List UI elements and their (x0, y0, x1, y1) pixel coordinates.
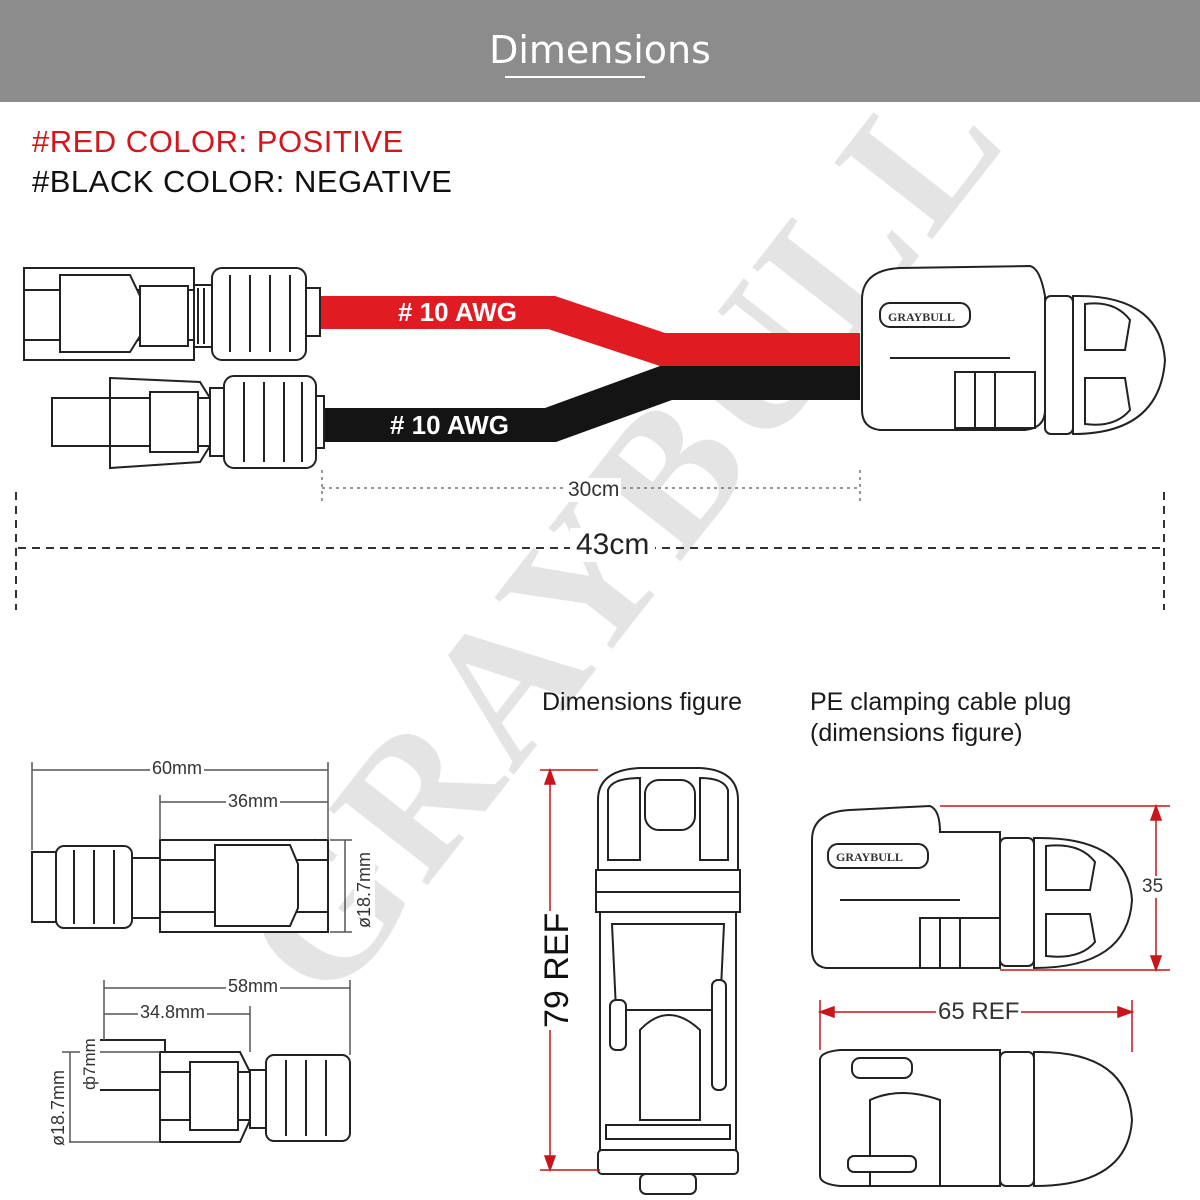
plug-front-view (595, 767, 741, 1195)
plug-height-label: 79 REF (538, 910, 577, 1030)
plug-length-label: 65 REF (936, 998, 1022, 1026)
plug-height-dimension-line (540, 767, 600, 1173)
red-cable (318, 296, 860, 366)
pe-plug-caption-line1: PE clamping cable plug (810, 688, 1072, 716)
legend-negative: #BLACK COLOR: NEGATIVE (32, 164, 453, 199)
plug-side-view (811, 804, 1134, 970)
page-title: Dimensions (489, 28, 711, 72)
legend-positive: #RED COLOR: POSITIVE (32, 124, 404, 159)
header-bar: Dimensions (0, 0, 1200, 102)
black-cable-label: # 10 AWG (390, 410, 509, 440)
plug-top-view (819, 1049, 1134, 1188)
title-underline (505, 76, 645, 78)
female-body-label: 36mm (226, 791, 281, 812)
male-connector-drawing (94, 1039, 351, 1143)
pe-plug-top (861, 264, 1167, 436)
plug-side-label: 35 (1140, 876, 1166, 898)
male-connector-top (51, 375, 325, 470)
female-connector-drawing (31, 839, 329, 933)
female-diameter-label: ø18.7mm (354, 849, 375, 930)
male-pin-label: ф7mm (80, 1036, 100, 1092)
female-connector-top (23, 267, 321, 361)
male-body-label: 34.8mm (138, 1002, 208, 1023)
branch-length-label: 30cm (566, 478, 622, 502)
dimensions-figure-caption: Dimensions figure (542, 688, 743, 716)
male-diameter-label: ø18.7mm (48, 1067, 69, 1148)
pe-plug-caption-line2: (dimensions figure) (810, 719, 1023, 747)
plug-brand-side: GRAYBULL (836, 850, 903, 864)
female-length-label: 60mm (150, 758, 205, 779)
total-length-label: 43cm (570, 528, 656, 562)
red-cable-label: # 10 AWG (398, 297, 517, 327)
plug-brand-top: GRAYBULL (888, 310, 955, 324)
male-length-label: 58mm (226, 976, 281, 997)
black-cable (318, 366, 860, 442)
